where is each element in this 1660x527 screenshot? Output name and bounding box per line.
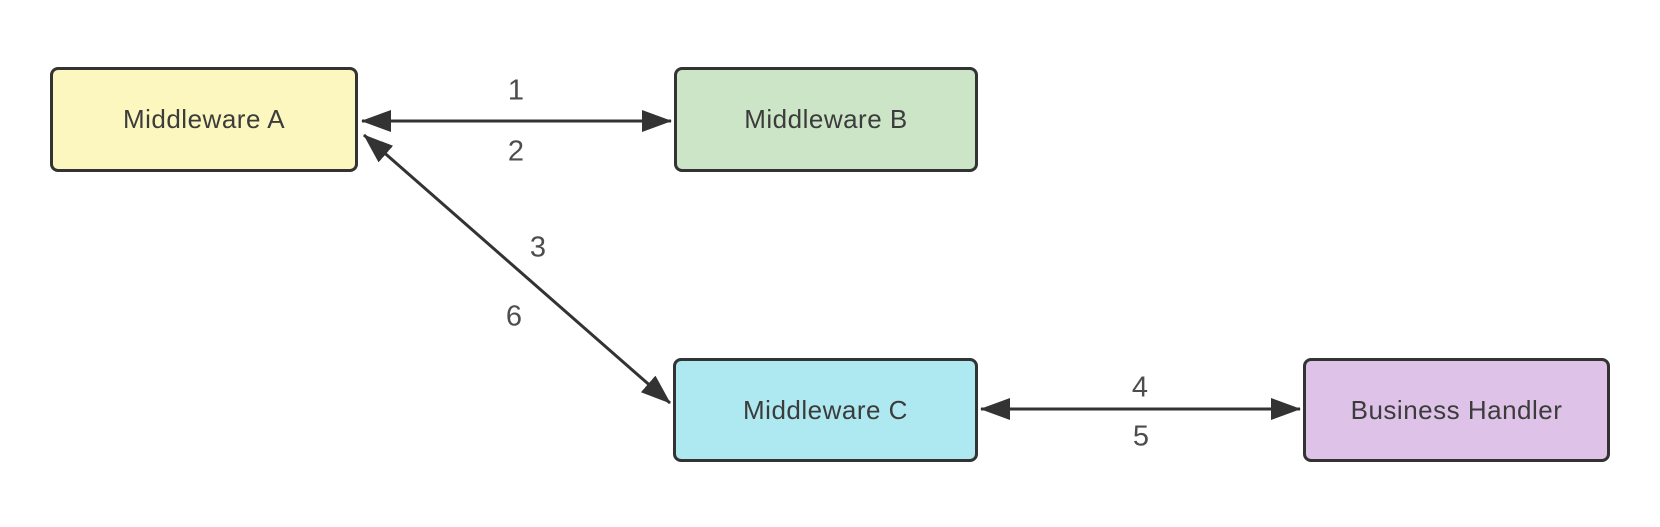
node-middleware-a: Middleware A [50, 67, 358, 172]
node-business-handler-label: Business Handler [1350, 394, 1563, 425]
edge-label-step-4: 4 [1131, 371, 1149, 404]
node-middleware-c-label: Middleware C [743, 394, 908, 425]
edge-label-step-6: 6 [505, 300, 523, 333]
edge-middleware-a-middleware-c [363, 133, 671, 405]
edge-label-step-1: 1 [507, 74, 525, 107]
edge-label-step-2: 2 [507, 135, 525, 168]
node-middleware-a-label: Middleware A [122, 104, 286, 134]
edge-label-step-3: 3 [529, 231, 547, 264]
edge-label-step-5: 5 [1132, 420, 1150, 453]
node-middleware-c: Middleware C [673, 358, 978, 462]
node-business-handler: Business Handler [1303, 358, 1610, 462]
node-middleware-b: Middleware B [674, 67, 978, 172]
node-middleware-b-label: Middleware B [744, 104, 908, 134]
